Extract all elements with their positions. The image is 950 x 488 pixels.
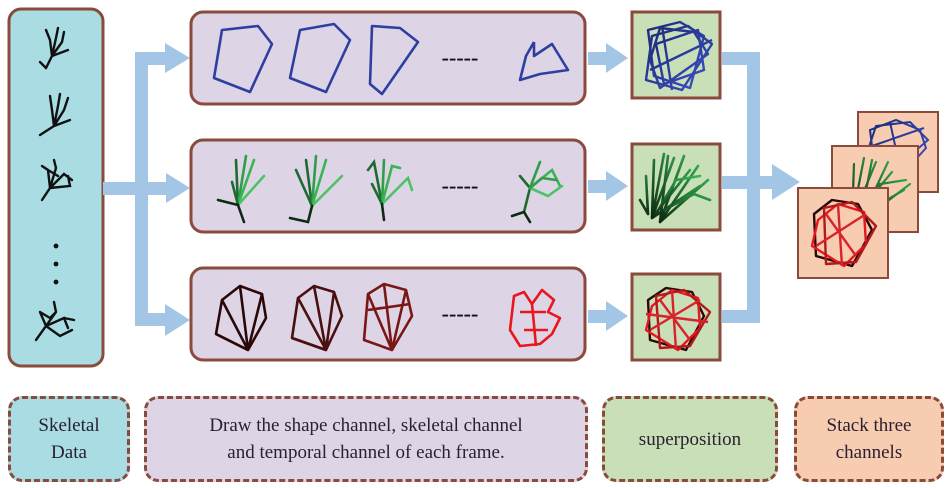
skeletal-frame-icon — [288, 154, 344, 224]
superposition-shape-icon — [644, 20, 714, 92]
skeletal-frame-icon — [216, 154, 266, 224]
skeletal-frame-icon — [366, 158, 414, 222]
hand-skeleton-icon — [38, 26, 70, 70]
ellipsis-dot — [53, 261, 59, 267]
legend-superposition-label: superposition — [638, 428, 742, 450]
legend-superposition: superposition — [602, 396, 778, 482]
legend-stack-channels: Stack three channels — [794, 396, 944, 482]
ellipsis-dot — [53, 279, 59, 285]
stacked-channels — [797, 111, 939, 279]
hand-skeleton-icon — [38, 92, 72, 137]
row-arrows — [588, 43, 628, 331]
branch-arrows — [103, 43, 190, 336]
merge-arrows — [722, 52, 800, 323]
skeletal-frame-icon — [510, 160, 564, 224]
row-ellipsis: ----- — [442, 45, 479, 70]
ellipsis-dot — [53, 243, 59, 249]
temporal-frame-icon — [362, 282, 414, 352]
hand-skeleton-icon — [34, 300, 76, 342]
legend-skeletal-data-label: Skeletal Data — [38, 415, 100, 463]
hand-skeleton-icon — [40, 158, 74, 202]
temporal-frame-icon — [214, 284, 268, 352]
superposition-temporal-icon — [644, 286, 712, 352]
legend-stack-channels-label: Stack three channels — [826, 415, 912, 463]
legend-draw-channels: Draw the shape channel, skeletal channel… — [144, 396, 588, 482]
temporal-frame-icon — [508, 288, 562, 348]
superposition-skeletal-icon — [638, 152, 712, 224]
temporal-frame-icon — [290, 284, 344, 352]
row-ellipsis: ----- — [442, 301, 479, 326]
shape-frame-icon — [212, 22, 570, 96]
legend-skeletal-data: Skeletal Data — [8, 396, 130, 482]
row-ellipsis: ----- — [442, 173, 479, 198]
shape-channel-panel — [189, 10, 587, 106]
legend-draw-channels-label: Draw the shape channel, skeletal channel… — [209, 415, 523, 463]
